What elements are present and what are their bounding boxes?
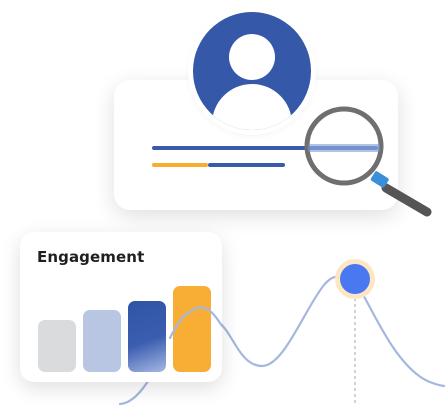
magnifier-handle xyxy=(381,183,432,217)
user-avatar-icon xyxy=(193,12,311,130)
engagement-bar-4 xyxy=(173,286,211,372)
profile-text-line-1 xyxy=(152,146,378,150)
avatar-body xyxy=(212,84,292,130)
engagement-card: Engagement xyxy=(20,232,222,382)
highlight-point-glow xyxy=(335,259,375,299)
engagement-bar-1 xyxy=(38,320,76,372)
avatar-head xyxy=(229,34,275,80)
highlight-dot-icon xyxy=(340,264,370,294)
engagement-title: Engagement xyxy=(37,248,145,266)
engagement-bar-2 xyxy=(83,310,121,372)
magnifier-highlight xyxy=(308,144,380,152)
profile-text-line-2-accent xyxy=(152,163,208,167)
magnifier-collar xyxy=(370,171,389,188)
profile-text-line-2 xyxy=(208,163,285,167)
magnifying-glass-icon xyxy=(304,106,432,217)
engagement-bar-3 xyxy=(128,301,166,372)
